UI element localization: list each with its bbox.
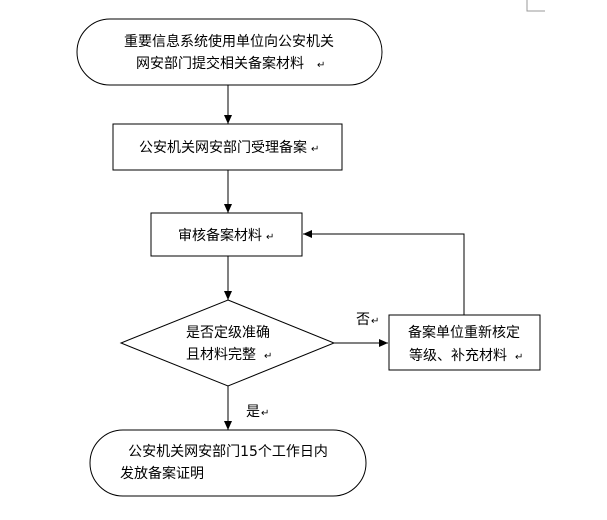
paragraph-mark: ↵	[266, 232, 274, 243]
paragraph-mark: ↵	[264, 351, 272, 362]
node-start-line-2: 网安部门提交相关备案材料	[136, 55, 304, 72]
node-review-shape	[150, 212, 303, 257]
node-decision-shape	[119, 299, 336, 387]
page-corner-mark	[526, 0, 545, 12]
node-end-shape	[89, 429, 367, 497]
node-end: 公安机关网安部门15个工作日内 发放备案证明	[89, 429, 367, 497]
node-accept: 公安机关网安部门受理备案 ↵	[112, 123, 343, 171]
node-redo-line-2: 等级、补充材料	[409, 347, 507, 364]
edge-redo-to-review	[303, 230, 465, 315]
node-start-shape	[76, 18, 383, 86]
node-redo: 备案单位重新核定 等级、补充材料 ↵	[388, 314, 541, 371]
edge-labels: 否 ↵ 是 ↵	[246, 312, 379, 420]
node-start-line-1: 重要信息系统使用单位向公安机关	[124, 33, 334, 50]
edges	[224, 85, 465, 430]
node-redo-line-1: 备案单位重新核定	[408, 324, 520, 341]
node-decision: 是否定级准确 且材料完整 ↵	[119, 299, 336, 387]
paragraph-mark: ↵	[371, 316, 379, 327]
edge-label-no: 否	[356, 312, 370, 328]
node-accept-line-1: 公安机关网安部门受理备案	[139, 139, 307, 156]
paragraph-mark: ↵	[311, 144, 319, 155]
node-accept-shape	[112, 123, 343, 171]
paragraph-mark: ↵	[261, 408, 269, 419]
edge-label-yes: 是	[246, 404, 260, 420]
node-review: 审核备案材料 ↵	[150, 212, 303, 257]
node-end-line-2: 发放备案证明	[120, 465, 204, 482]
node-decision-line-1: 是否定级准确	[186, 325, 270, 341]
paragraph-mark: ↵	[515, 352, 523, 363]
node-redo-shape	[388, 314, 541, 371]
paragraph-mark: ↵	[317, 60, 325, 71]
node-decision-line-2: 且材料完整	[186, 347, 256, 363]
node-review-line-1: 审核备案材料	[178, 227, 262, 244]
node-start: 重要信息系统使用单位向公安机关 网安部门提交相关备案材料 ↵	[76, 18, 383, 86]
node-end-line-1: 公安机关网安部门15个工作日内	[128, 444, 328, 460]
